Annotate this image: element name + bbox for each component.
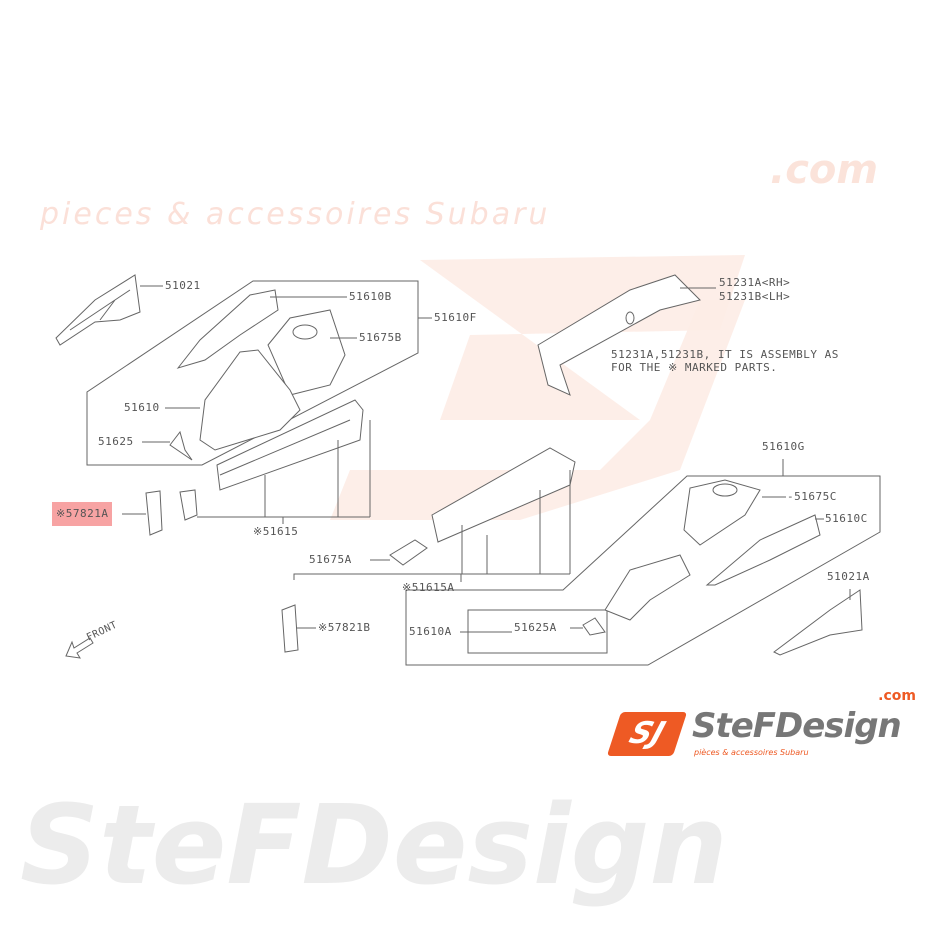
label-51610F[interactable]: 51610F bbox=[434, 311, 477, 324]
label-51625A[interactable]: 51625A bbox=[514, 621, 557, 634]
logo-com: .com bbox=[878, 688, 916, 704]
part-57821B bbox=[281, 604, 299, 653]
part-51610 bbox=[199, 349, 301, 451]
part-51021 bbox=[55, 274, 141, 346]
label-51625[interactable]: 51625 bbox=[98, 435, 134, 448]
part-51615-rail bbox=[216, 399, 364, 491]
part-51675A bbox=[389, 539, 428, 566]
part-57821A bbox=[145, 490, 163, 536]
label-51231A[interactable]: 51231A<RH> bbox=[719, 276, 791, 289]
label-51021A[interactable]: 51021A bbox=[827, 570, 870, 583]
watermark-tagline: pieces & accessoires Subaru bbox=[40, 197, 551, 232]
part-51625A bbox=[582, 617, 606, 636]
label-51615A[interactable]: ※51615A bbox=[402, 581, 455, 594]
brand-logo: SJ SteFDesign .com pièces & accessoires … bbox=[606, 688, 924, 760]
logo-name: SteFDesign bbox=[692, 706, 902, 746]
part-51610C bbox=[705, 514, 821, 586]
group-box-51610A bbox=[467, 609, 608, 654]
label-57821A-highlighted[interactable]: ※57821A bbox=[52, 502, 113, 526]
label-51610C[interactable]: 51610C bbox=[825, 512, 868, 525]
assembly-note-line2: FOR THE ※ MARKED PARTS. bbox=[611, 361, 778, 374]
label-51615[interactable]: ※51615 bbox=[253, 525, 299, 538]
label-51610B[interactable]: 51610B bbox=[349, 290, 392, 303]
label-51675C[interactable]: -51675C bbox=[787, 490, 837, 503]
part-51610B bbox=[176, 289, 279, 369]
group-box-51610G bbox=[405, 475, 881, 666]
label-51610[interactable]: 51610 bbox=[124, 401, 160, 414]
part-51675B bbox=[267, 309, 346, 396]
logo-mark: SJ bbox=[606, 712, 688, 756]
label-51231B[interactable]: 51231B<LH> bbox=[719, 290, 791, 303]
part-51231 bbox=[537, 274, 701, 396]
part-51021A bbox=[773, 589, 863, 656]
watermark-com: .com bbox=[770, 147, 879, 193]
group-box-51610F bbox=[86, 280, 419, 466]
part-51610G bbox=[683, 479, 761, 546]
assembly-note-line1: 51231A,51231B, IT IS ASSEMBLY AS bbox=[611, 348, 839, 361]
label-51610G[interactable]: 51610G bbox=[762, 440, 805, 453]
logo-tagline: pièces & accessoires Subaru bbox=[694, 748, 809, 757]
front-arrow-icon bbox=[65, 637, 94, 659]
label-51610A[interactable]: 51610A bbox=[409, 625, 452, 638]
watermark-name: SteFDesign bbox=[20, 781, 728, 909]
part-57821A-2 bbox=[179, 489, 198, 521]
label-51675B[interactable]: 51675B bbox=[359, 331, 402, 344]
label-51021[interactable]: 51021 bbox=[165, 279, 201, 292]
label-51675A[interactable]: 51675A bbox=[309, 553, 352, 566]
label-57821B[interactable]: ※57821B bbox=[318, 621, 371, 634]
part-51610A bbox=[604, 554, 691, 621]
part-51615A-rail bbox=[431, 447, 576, 543]
part-51625 bbox=[169, 430, 193, 461]
